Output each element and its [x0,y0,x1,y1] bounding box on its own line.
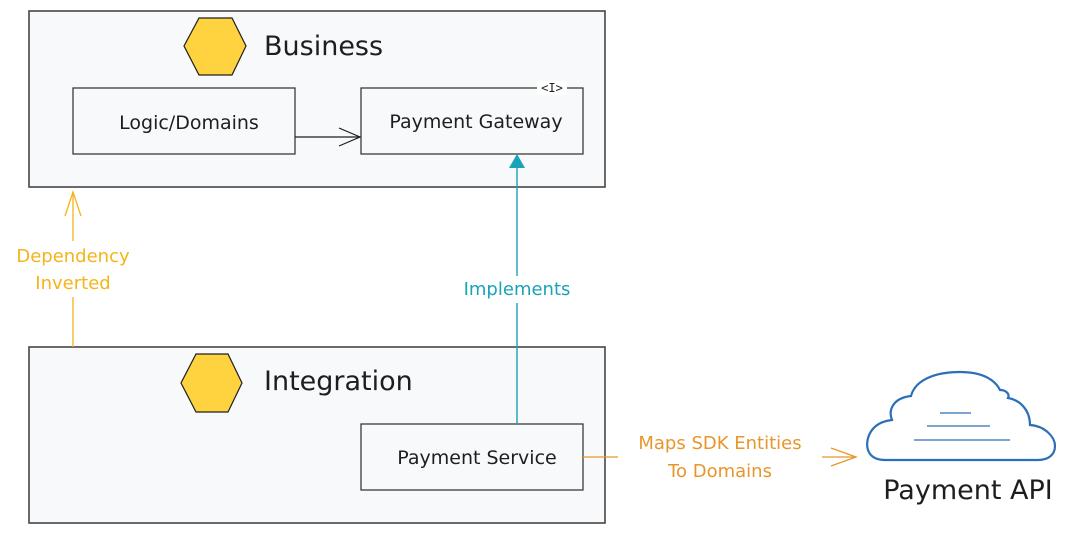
maps-label-line1: Maps SDK Entities [638,433,801,454]
payment-service-node[interactable]: Payment Service [360,423,584,491]
logic-domains-box [72,87,296,155]
payment-api-node[interactable]: Payment API [866,370,1057,506]
uses-arrow-head-icon [338,127,362,147]
maps-label-line2: To Domains [667,461,772,482]
interface-tag: <I> [541,81,563,95]
interface-tag-bg [537,81,567,95]
maps-edge: Maps SDK Entities To Domains [583,433,858,482]
payment-gateway-box [360,87,584,155]
dependency-arrow-head-icon [64,189,82,217]
payment-service-box [360,423,584,491]
payment-service-label: Payment Service [397,447,556,469]
maps-arrow-head-icon [830,447,858,467]
hexagon-icon [180,353,243,413]
implements-edge: Implements [464,154,571,424]
logic-domains-label: Logic/Domains [119,112,259,134]
dependency-label-line2: Inverted [35,273,110,294]
payment-gateway-label: Payment Gateway [389,111,562,133]
implements-arrow-head-icon [509,154,525,168]
cloud-icon [866,370,1057,462]
hexagon-icon [183,17,247,76]
implements-label: Implements [464,279,571,300]
dependency-label-line1: Dependency [16,246,130,267]
logic-domains-node[interactable]: Logic/Domains [72,87,296,155]
integration-layer-title: Integration [264,366,413,397]
payment-gateway-node[interactable]: <I> Payment Gateway [360,81,584,155]
dependency-edge: Dependency Inverted [16,189,130,347]
payment-api-label: Payment API [883,475,1053,506]
uses-edge [295,127,362,147]
business-layer-title: Business [264,31,383,62]
